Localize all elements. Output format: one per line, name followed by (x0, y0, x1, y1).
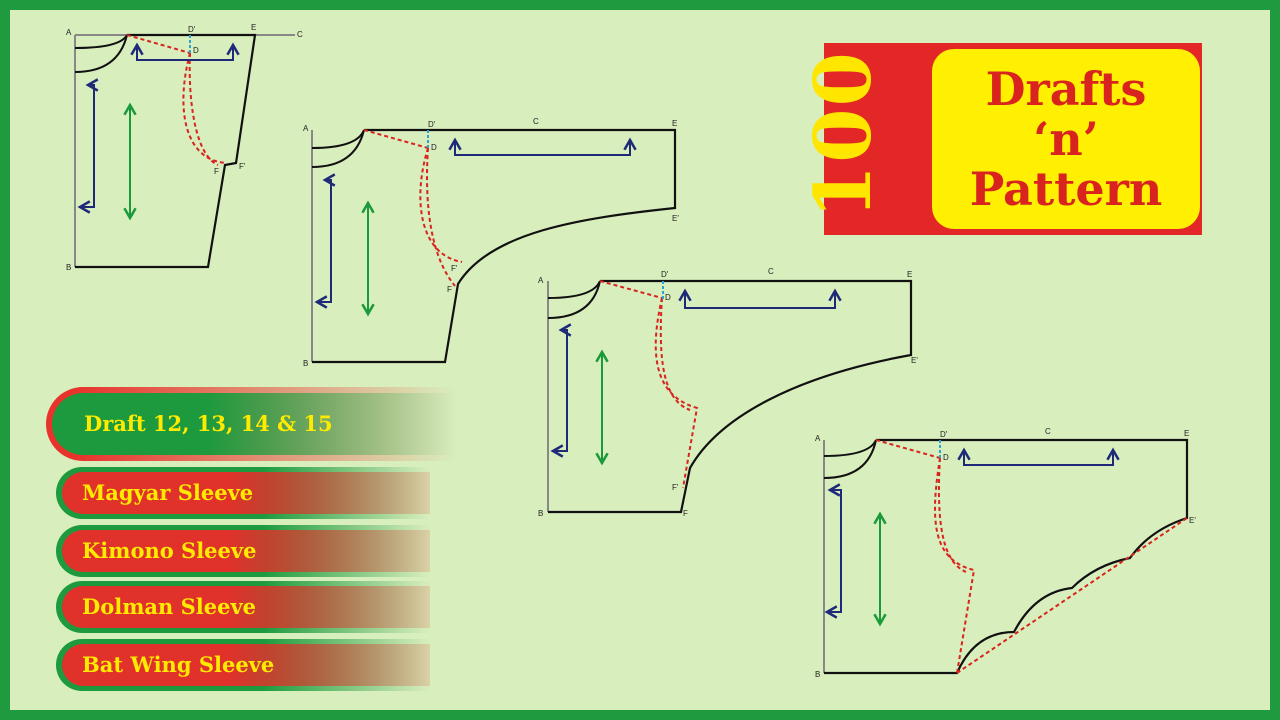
menu-item-label: Kimono Sleeve (82, 538, 257, 563)
horizontal-arrow (678, 288, 842, 309)
point-label-e-prime: E' (911, 356, 918, 365)
point-label-a: A (303, 124, 309, 133)
point-label-b: B (815, 670, 820, 679)
point-label-a: A (66, 28, 72, 37)
point-label-e: E (672, 119, 677, 128)
neckline-front (823, 439, 877, 457)
point-label-b: B (303, 359, 308, 368)
shoulder-dart (126, 34, 227, 166)
point-label-d-prime: D' (428, 120, 436, 129)
point-label-c: C (1045, 427, 1051, 436)
vertical-arrow (550, 323, 572, 458)
point-label-f-prime: F' (451, 264, 458, 273)
logo-line-pattern: Pattern (969, 162, 1163, 216)
point-label-e-prime: E' (672, 214, 679, 223)
logo-line-drafts: Drafts (985, 62, 1147, 116)
brand-logo: 100 Drafts ‘n’ Pattern (798, 43, 1202, 235)
point-label-d: D (431, 143, 437, 152)
point-label-e: E (1184, 429, 1189, 438)
point-label-d: D (193, 46, 199, 55)
point-label-e: E (251, 23, 256, 32)
pattern-guide-line (74, 34, 295, 267)
point-label-f: F (214, 167, 219, 176)
vertical-arrow (824, 483, 842, 619)
horizontal-arrow (448, 137, 637, 156)
neckline-front (311, 129, 365, 149)
point-label-e-prime: E' (1189, 516, 1196, 525)
shoulder-dart (875, 439, 1188, 674)
point-label-d-prime: D' (188, 25, 196, 34)
point-label-f-prime: F' (239, 162, 246, 171)
neckline-front (74, 34, 128, 49)
neckline-back (547, 280, 601, 319)
point-label-e: E (907, 270, 912, 279)
draft-kimono: A B C D' D E E' F F' (303, 117, 679, 368)
horizontal-arrow (957, 447, 1120, 466)
neckline-back (823, 439, 877, 479)
point-label-d: D (665, 293, 671, 302)
menu-item-label: Dolman Sleeve (82, 594, 257, 619)
menu-item-kimono-sleeve[interactable]: Kimono Sleeve (56, 525, 430, 577)
point-label-a: A (538, 276, 544, 285)
point-label-b: B (538, 509, 543, 518)
menu-item-label: Bat Wing Sleeve (82, 652, 275, 677)
pattern-outline (824, 438, 1189, 675)
neckline-back (74, 34, 128, 73)
neckline-back (311, 129, 365, 168)
draft-title: Draft 12, 13, 14 & 15 (84, 411, 333, 436)
point-label-d-prime: D' (661, 270, 669, 279)
point-label-b: B (66, 263, 71, 272)
draft-title-banner: Draft 12, 13, 14 & 15 (46, 387, 456, 461)
shoulder-dart (363, 129, 463, 287)
draft-dolman: A B C D' D E E' F F' (538, 267, 918, 518)
vertical-arrow (314, 173, 336, 309)
neckline-front (547, 280, 601, 299)
vertical-arrow (77, 78, 99, 214)
logo-title-box: Drafts ‘n’ Pattern (932, 49, 1200, 229)
menu-item-magyar-sleeve[interactable]: Magyar Sleeve (56, 467, 430, 519)
logo-number: 100 (798, 50, 889, 219)
menu-item-dolman-sleeve[interactable]: Dolman Sleeve (56, 581, 430, 633)
draft-magyar: A B C D' D E F F' (66, 23, 303, 272)
logo-line-n: ‘n’ (1033, 112, 1099, 166)
point-label-a: A (815, 434, 821, 443)
point-label-f: F (683, 509, 688, 518)
pattern-outline (312, 128, 677, 364)
shoulder-dart (599, 280, 699, 489)
horizontal-arrow (130, 42, 240, 61)
draft-bat-wing: A B C D' D E E' (815, 427, 1196, 679)
pattern-outline (75, 33, 257, 269)
point-label-c: C (768, 267, 774, 276)
point-label-f: F (447, 285, 452, 294)
point-label-f-prime: F' (672, 483, 679, 492)
point-label-d-prime: D' (940, 430, 948, 439)
pattern-outline (548, 279, 913, 514)
point-label-c: C (297, 30, 303, 39)
point-label-d: D (943, 453, 949, 462)
point-label-c: C (533, 117, 539, 126)
menu-item-label: Magyar Sleeve (82, 480, 254, 505)
menu-item-bat-wing-sleeve[interactable]: Bat Wing Sleeve (56, 639, 430, 691)
